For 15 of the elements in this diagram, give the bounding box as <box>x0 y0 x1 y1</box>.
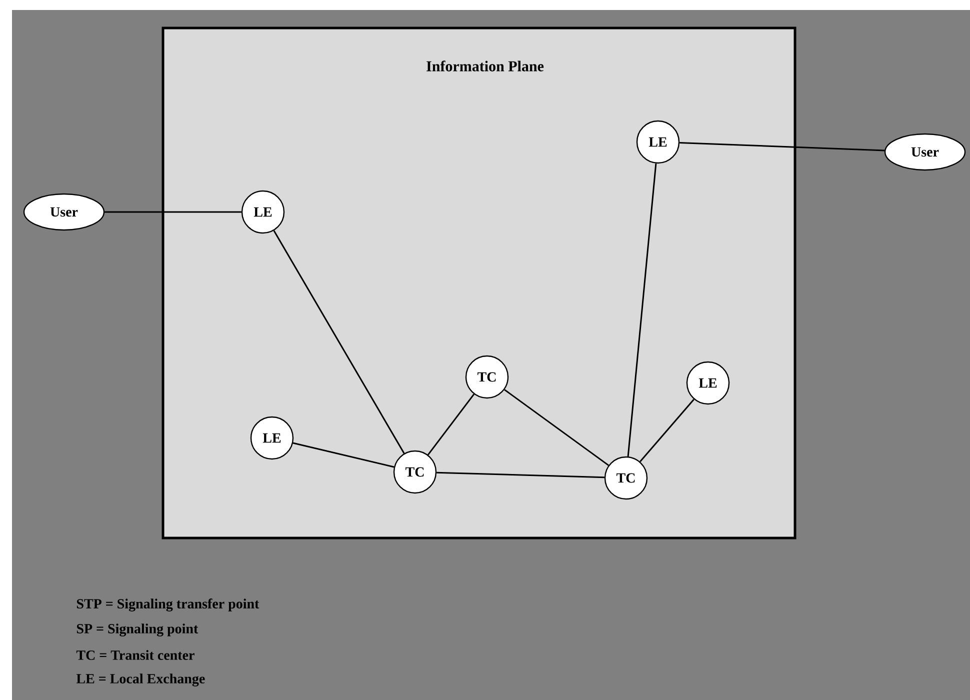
connector-line <box>436 472 604 478</box>
legend-text: STP = Signaling transfer point <box>76 598 260 612</box>
connector-line <box>427 394 475 456</box>
legend-text: LE = Local Exchange <box>76 674 205 686</box>
connector-line <box>627 163 657 457</box>
legend-text: TC = Transit center <box>76 650 194 660</box>
connector-line <box>680 142 885 152</box>
connector-line <box>504 389 609 466</box>
connector-line <box>104 211 242 213</box>
connector-line <box>273 230 405 454</box>
plane-title: Information Plane <box>426 60 544 72</box>
plane-box <box>162 26 796 540</box>
connector-line <box>292 442 394 468</box>
connector-line <box>640 398 694 462</box>
legend-text: SP = Signaling point <box>76 624 198 636</box>
